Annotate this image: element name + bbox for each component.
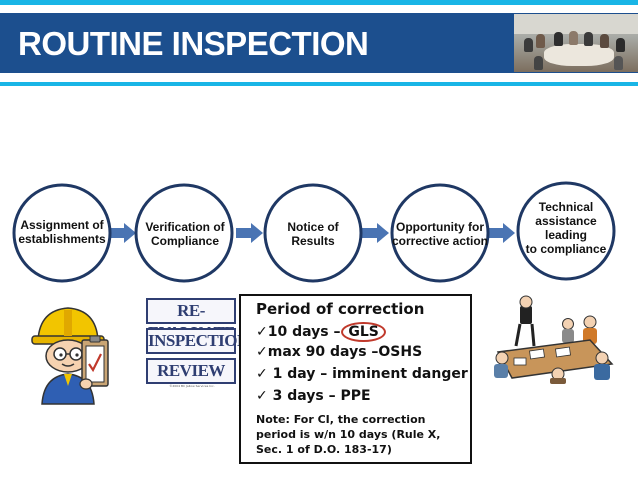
flow-arrow (236, 223, 263, 243)
header-underline (0, 82, 638, 86)
flow-node-2 (134, 183, 234, 283)
gls-highlight: GLS (341, 322, 386, 342)
correction-note: Note: For CI, the correction period is w… (256, 413, 441, 456)
flow-node-4 (390, 183, 490, 283)
correction-item-ppe: ✓ 3 days – PPE (256, 388, 371, 404)
meeting-photo (514, 14, 638, 72)
construction-worker-clipboard-icon (31, 307, 109, 405)
re-evaluate-inspection-review-stamps: RE-EVALUATE INSPECTION REVIEW ©2004 BC J… (142, 296, 249, 394)
check-icon: ✓ (256, 344, 268, 360)
flow-arrow (489, 223, 515, 243)
page-title: ROUTINE INSPECTION (18, 25, 369, 62)
correction-heading: Period of correction (256, 300, 425, 318)
flow-node-1 (12, 183, 112, 283)
correction-item-imminent-danger: ✓ 1 day – imminent danger (256, 366, 468, 382)
meeting-table-icon (494, 295, 614, 384)
flow-arrow (109, 223, 136, 243)
correction-item-gls: ✓10 days – GLS (256, 322, 386, 342)
flow-node-3 (263, 183, 363, 283)
check-icon: ✓ (256, 388, 268, 404)
correction-item-oshs: ✓max 90 days –OSHS (256, 344, 423, 360)
process-flow-diagram (12, 181, 616, 283)
flow-node-5 (516, 181, 616, 281)
correction-period-box: Period of correction ✓10 days – GLS ✓max… (239, 294, 472, 464)
stamp-review: REVIEW (146, 358, 236, 384)
check-icon: ✓ (256, 366, 268, 382)
stamp-caption: ©2004 BC Jallow Services Inc. (169, 384, 215, 388)
check-icon: ✓ (256, 324, 268, 340)
stamp-inspection: INSPECTION (146, 328, 249, 354)
top-accent-strip (0, 0, 638, 5)
flow-arrow (362, 223, 389, 243)
stamp-re-evaluate: RE-EVALUATE (146, 298, 236, 342)
